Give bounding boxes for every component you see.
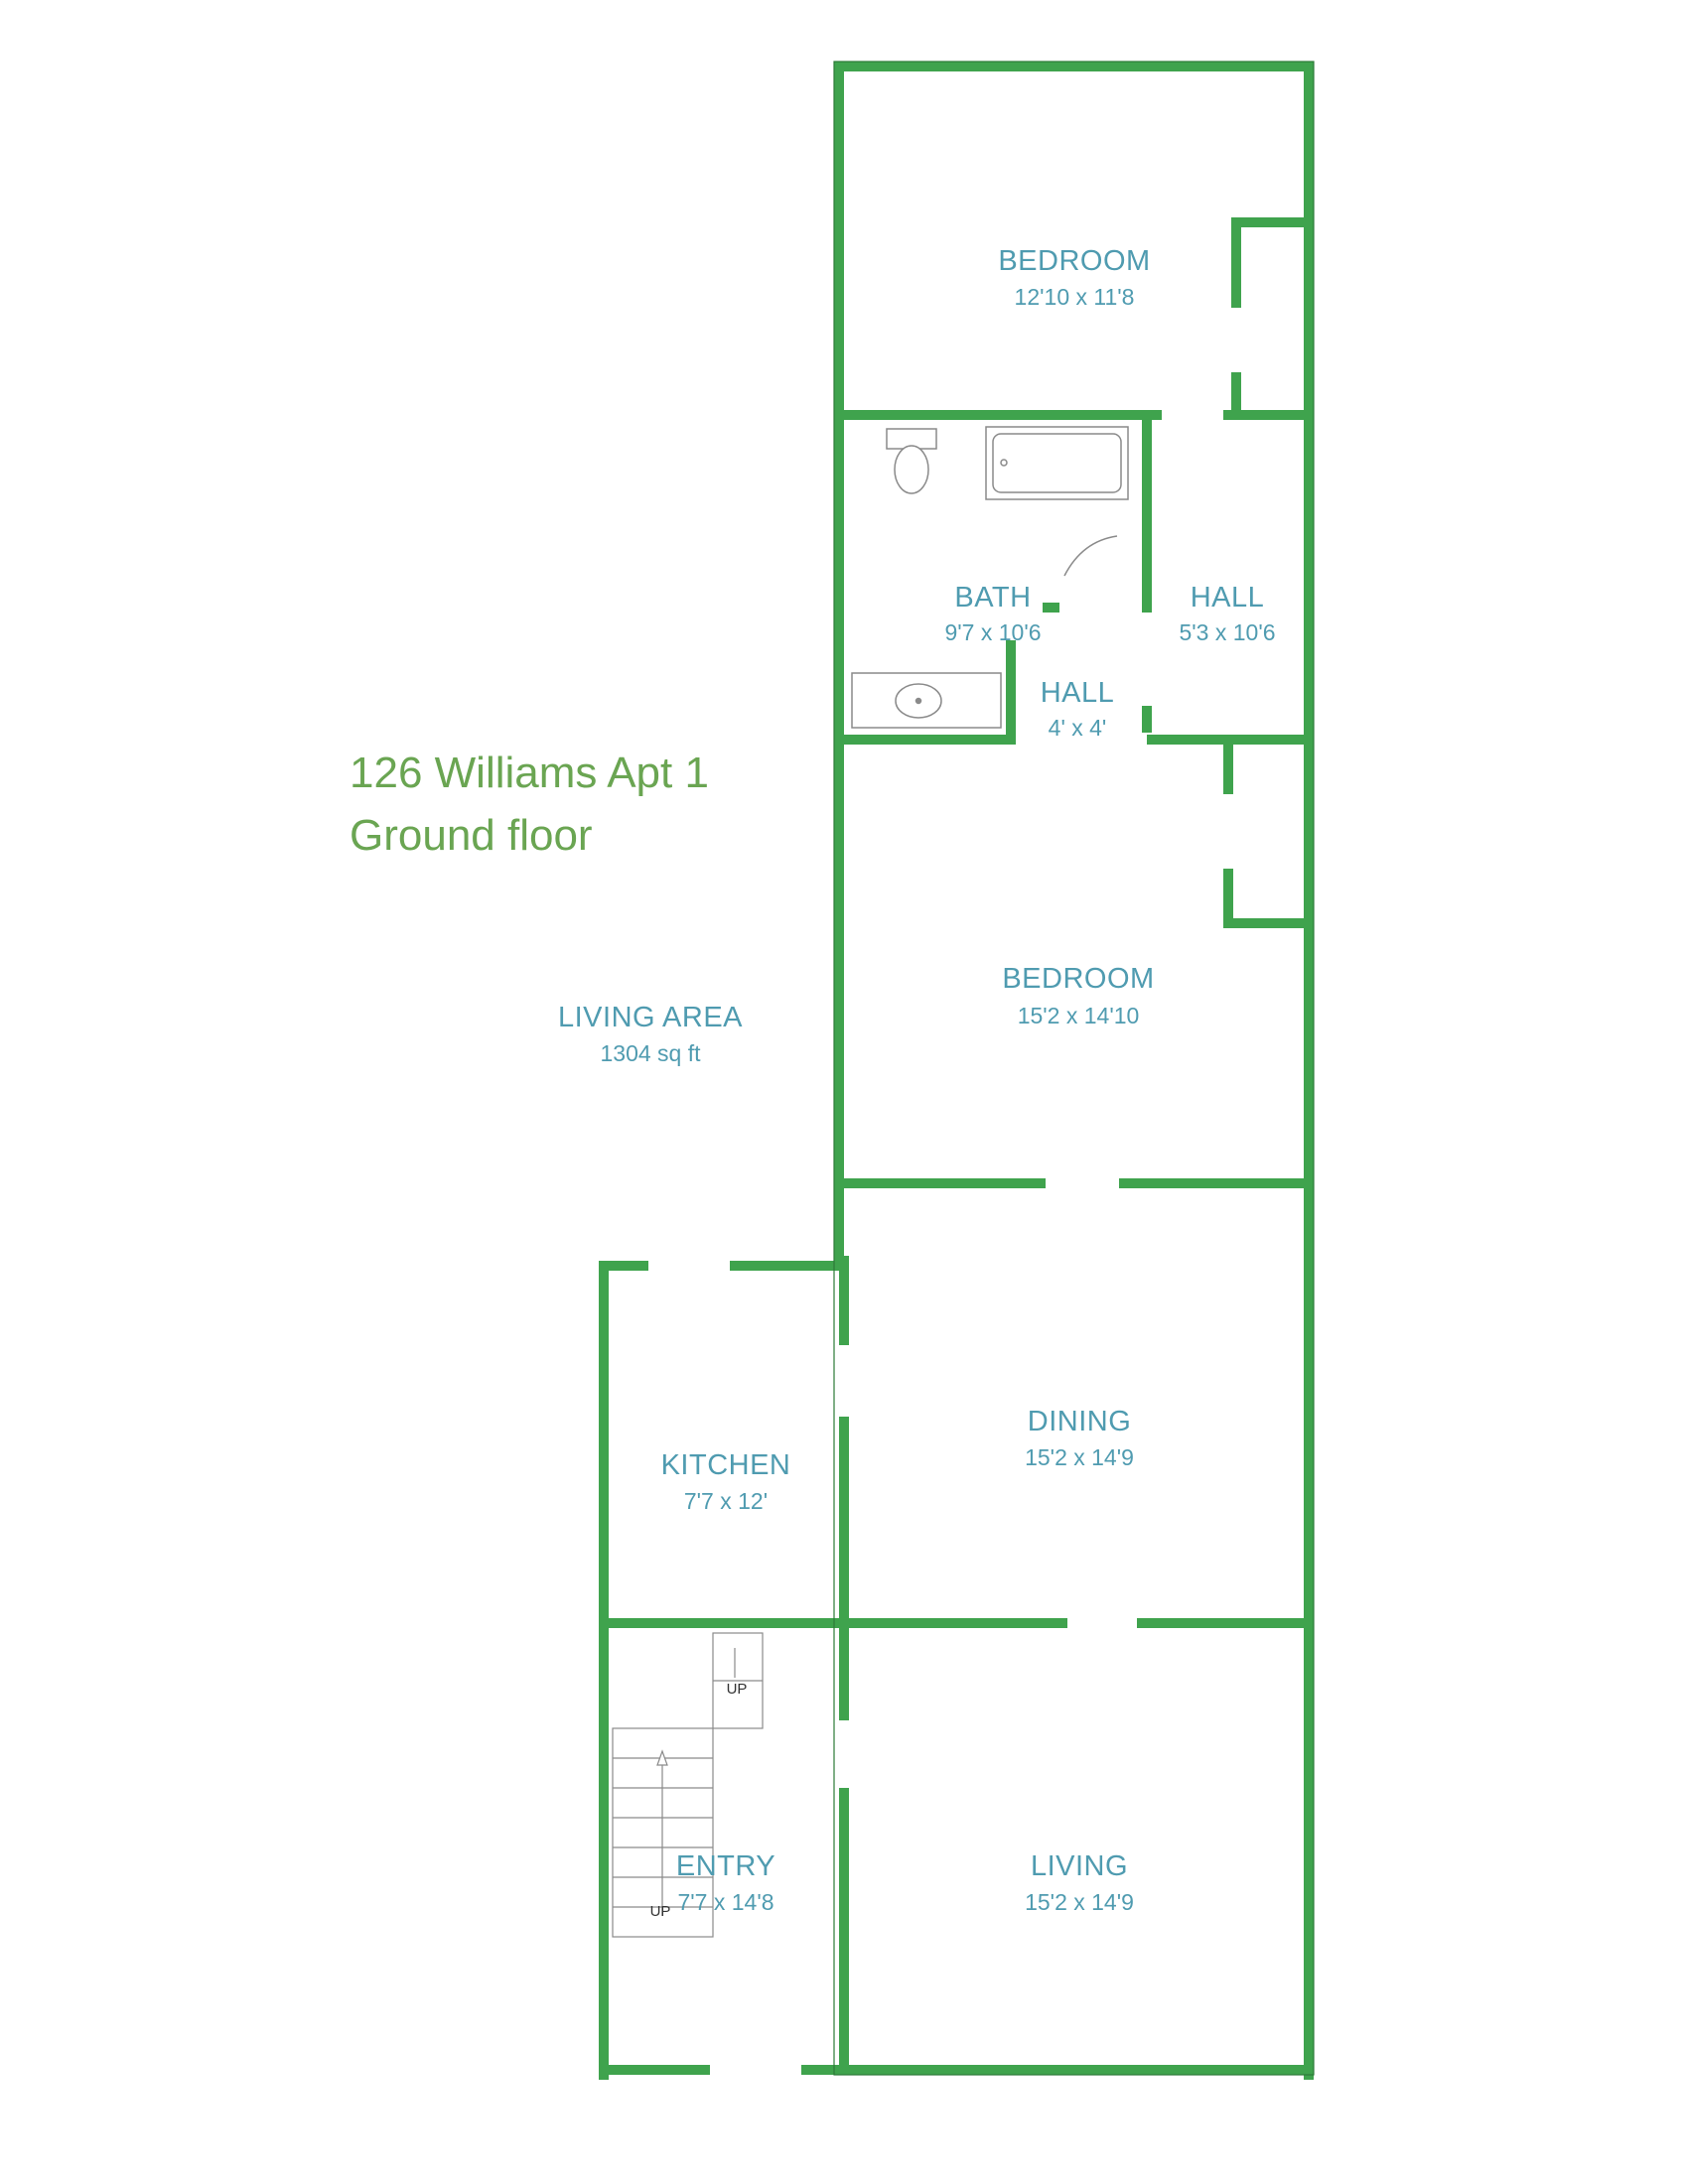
room-dims-living: 15'2 x 14'9 (1025, 1889, 1134, 1915)
room-dims-bath: 9'7 x 10'6 (944, 619, 1041, 645)
toilet-bowl (894, 445, 929, 494)
stair-up-label-lower: UP (650, 1903, 671, 1920)
room-dims-hall-upper: 5'3 x 10'6 (1179, 619, 1275, 645)
living-area-value: 1304 sq ft (600, 1040, 701, 1066)
stair-arrow-head (656, 1749, 668, 1766)
room-dims-bedroom-lower: 15'2 x 14'10 (1018, 1003, 1140, 1028)
room-name-hall-upper: HALL (1191, 582, 1265, 614)
room-dims-kitchen: 7'7 x 12' (684, 1488, 768, 1514)
room-name-bath: BATH (954, 582, 1031, 614)
wall-edges (833, 61, 1315, 2076)
room-name-living: LIVING (1031, 1850, 1128, 1882)
plan-title-floor: Ground floor (350, 811, 593, 860)
room-name-bedroom-lower: BEDROOM (1002, 963, 1154, 995)
plan-title-address: 126 Williams Apt 1 (350, 749, 709, 797)
room-name-entry: ENTRY (676, 1850, 775, 1882)
door-swing-arc (1063, 535, 1118, 577)
fixtures (851, 426, 1129, 729)
room-dims-dining: 15'2 x 14'9 (1025, 1444, 1134, 1470)
room-name-hall-small: HALL (1041, 677, 1115, 709)
tub-drain (1000, 459, 1008, 467)
living-area-label: LIVING AREA (558, 1002, 743, 1033)
walls (599, 62, 1314, 2080)
room-dims-entry: 7'7 x 14'8 (677, 1889, 774, 1915)
stair-lower-run (612, 1727, 714, 1938)
room-name-kitchen: KITCHEN (661, 1449, 791, 1481)
room-name-dining: DINING (1028, 1406, 1132, 1437)
room-name-bedroom-upper: BEDROOM (998, 245, 1150, 277)
stair-up-label-upper: UP (727, 1681, 748, 1698)
sink-drain (914, 697, 922, 705)
stairs (612, 1632, 764, 1938)
room-dims-bedroom-upper: 12'10 x 11'8 (1015, 284, 1135, 310)
bathtub-inner (992, 433, 1122, 493)
room-dims-hall-small: 4' x 4' (1049, 715, 1107, 741)
